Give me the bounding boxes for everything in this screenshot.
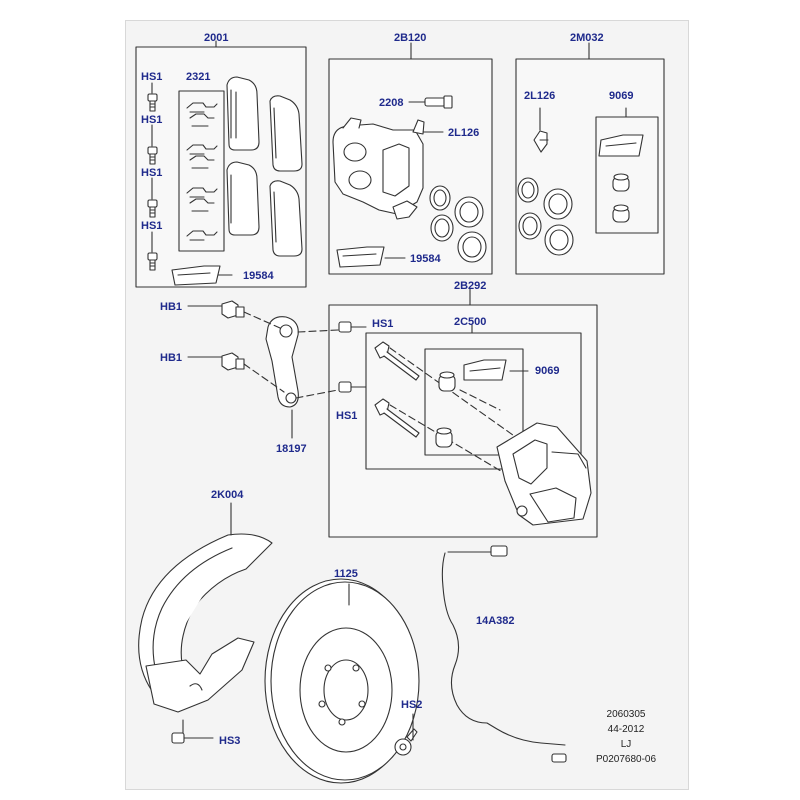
clip-icon [186,102,218,241]
label-pad-wear-a[interactable]: 19584 [243,270,274,282]
label-grease-a[interactable]: 9069 [609,90,634,102]
bracket-icon [265,316,299,439]
wear-sensor-icon [171,265,233,286]
wear-sensor-icon-b [336,246,406,268]
repair-kit-inner-box [595,116,659,234]
label-hs1-d[interactable]: HS1 [141,220,163,232]
bleed-screw-icon [408,95,453,135]
hs2-bolt-icon [394,713,418,756]
carrier-icon [496,422,592,526]
label-hs1-f[interactable]: HS1 [336,410,358,422]
label-shield[interactable]: 2K004 [211,489,244,501]
guide-pin-kit-box [365,332,582,470]
label-pads-group[interactable]: 2001 [204,32,229,44]
label-hb1-b[interactable]: HB1 [160,352,183,364]
label-pad-wear-b[interactable]: 19584 [410,253,441,265]
label-grease-b[interactable]: 9069 [535,365,560,377]
label-hs2[interactable]: HS2 [401,699,423,711]
grease-pack-icon-b [463,359,529,381]
label-disc[interactable]: 1125 [334,568,358,580]
grease-pack-icon [598,107,644,157]
label-hs1-c[interactable]: HS1 [141,167,163,179]
caliper-repair-kit-box [515,58,665,275]
bleed-cap-icon [533,107,549,153]
clip-kit-box [178,90,225,252]
dash-lines [243,311,521,481]
label-guide-pin-kit[interactable]: 2C500 [454,316,487,328]
label-carrier-assembly[interactable]: 2B292 [454,280,487,292]
label-hs1-b[interactable]: HS1 [141,114,163,126]
title-leaders [215,40,590,334]
label-caliper-repair-kit[interactable]: 2M032 [570,32,604,44]
label-clip-kit[interactable]: 2321 [186,71,211,83]
dust-shield-icon [138,502,273,713]
guide-boot-icon-b [435,371,456,448]
reference-line-4: P0207680-06 [595,754,657,765]
label-bracket[interactable]: 18197 [276,443,307,455]
guide-boot-icon [612,173,630,223]
seal-ring-icon-b [517,177,574,256]
reference-line-2: 44-2012 [607,724,645,735]
label-bleed-screw[interactable]: 2208 [379,97,404,109]
label-sensor[interactable]: 14A382 [476,615,515,627]
caliper-body-icon [332,117,424,220]
label-hs3[interactable]: HS3 [219,735,241,747]
label-hs1-e[interactable]: HS1 [372,318,394,330]
reference-line-3: LJ [620,739,632,750]
label-hb1-a[interactable]: HB1 [160,301,183,313]
hs3-bolt-icon [171,719,214,744]
brake-pad-icon [226,76,303,257]
guide-pin-inner-box [424,348,524,456]
reference-line-1: 2060305 [606,709,646,720]
hb1-bolt-icon [187,300,245,371]
label-hs1-a[interactable]: HS1 [141,71,163,83]
label-caliper-seal-kit[interactable]: 2B120 [394,32,427,44]
label-bleed-cap-b[interactable]: 2L126 [524,90,556,102]
brake-disc-icon [264,578,420,784]
seal-ring-icon [429,185,487,263]
hs1-bolt-icon [147,93,158,271]
label-bleed-cap-a[interactable]: 2L126 [448,127,480,139]
wheel-speed-sensor-icon [441,545,567,763]
guide-pin-icon [338,321,420,438]
